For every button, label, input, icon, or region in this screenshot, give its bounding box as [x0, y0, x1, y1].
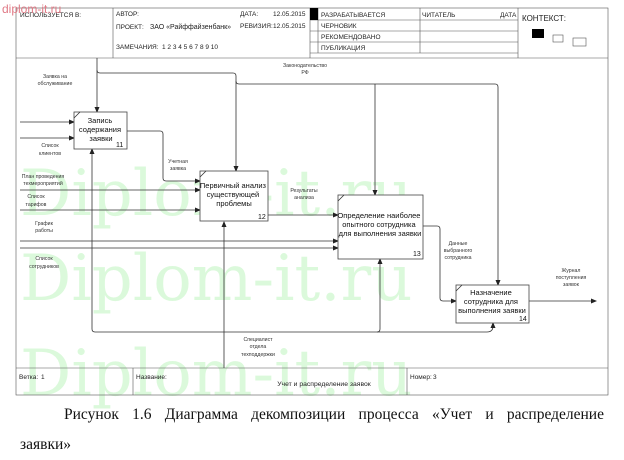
activity-box-13[interactable]: Определение наиболее опытного сотрудника…	[337, 194, 424, 260]
project-value: ЗАО «Райффайзенбанк»	[150, 23, 231, 31]
notes-label: ЗАМЕЧАНИЯ:	[116, 44, 159, 51]
activity-title: Первичный анализ существующей проблемы	[200, 181, 268, 208]
status-working: РАЗРАБАТЫВАЕТСЯ	[321, 12, 385, 19]
activity-box-11[interactable]: Запись содержания заявки 11	[73, 111, 128, 150]
arrow-selected-employee	[423, 225, 457, 304]
watermark-large: Diplom-it.ru	[20, 337, 412, 411]
footer: Ветка: 1 Название: Учет и распределение …	[16, 367, 608, 395]
diagram-title: Учет и распределение заявок	[277, 381, 371, 388]
date-value: 12.05.2015	[273, 11, 306, 18]
activity-number: 11	[116, 142, 123, 149]
status-recommended: РЕКОМЕНДОВАНО	[321, 34, 381, 41]
reader-label: ЧИТАТЕЛЬ	[422, 12, 455, 19]
status-marker	[310, 8, 318, 20]
used-in-label: ИСПОЛЬЗУЕТСЯ В:	[20, 12, 81, 19]
revision-label: РЕВИЗИЯ:	[240, 23, 273, 30]
number-label: Номер:	[410, 374, 432, 381]
arrow-specialist-box11	[89, 148, 96, 333]
notes-value: 1 2 3 4 5 6 7 8 9 10	[162, 44, 218, 51]
arrow-specialist-box13	[376, 258, 383, 333]
arrow-specialist-bus	[95, 323, 494, 333]
context-box	[552, 34, 564, 43]
activity-title: Назначение сотрудника для выполнения зая…	[458, 288, 526, 315]
context-box-current	[532, 29, 544, 38]
arrow-registered-request	[127, 130, 201, 184]
author-label: АВТОР:	[116, 11, 139, 18]
header: ИСПОЛЬЗУЕТСЯ В: АВТОР: ПРОЕКТ: ЗАО «Райф…	[16, 8, 608, 59]
figure-caption-line1: Рисунок 1.6 Диаграмма декомпозиции проце…	[64, 406, 604, 423]
node-label: Ветка:	[19, 374, 38, 381]
activity-title: Определение наиболее опытного сотрудника…	[337, 211, 422, 238]
context-box	[572, 37, 587, 47]
project-label: ПРОЕКТ:	[116, 24, 144, 31]
activity-box-12[interactable]: Первичный анализ существующей проблемы 1…	[199, 170, 269, 222]
activity-number: 14	[519, 316, 527, 323]
figure-caption-line2: заявки»	[20, 436, 72, 453]
reader-date-label: ДАТА	[500, 12, 517, 19]
status-publication: ПУБЛИКАЦИЯ	[321, 45, 366, 52]
node-value: 1	[41, 374, 45, 381]
date-label: ДАТА:	[240, 11, 258, 18]
arrow-law-box14	[235, 80, 501, 286]
number-value: 3	[433, 374, 437, 381]
activity-box-14[interactable]: Назначение сотрудника для выполнения зая…	[455, 284, 530, 324]
context-label: КОНТЕКСТ:	[522, 14, 566, 23]
watermark-small: diplom-it.ru	[2, 2, 61, 16]
status-draft: ЧЕРНОВИК	[321, 23, 357, 30]
activity-number: 12	[258, 214, 266, 221]
title-label: Название:	[136, 374, 167, 381]
revision-value: 12.05.2015	[273, 23, 306, 30]
activity-number: 13	[413, 251, 421, 258]
arrow-law-box12	[96, 69, 239, 172]
activity-title: Запись содержания заявки	[79, 116, 123, 143]
